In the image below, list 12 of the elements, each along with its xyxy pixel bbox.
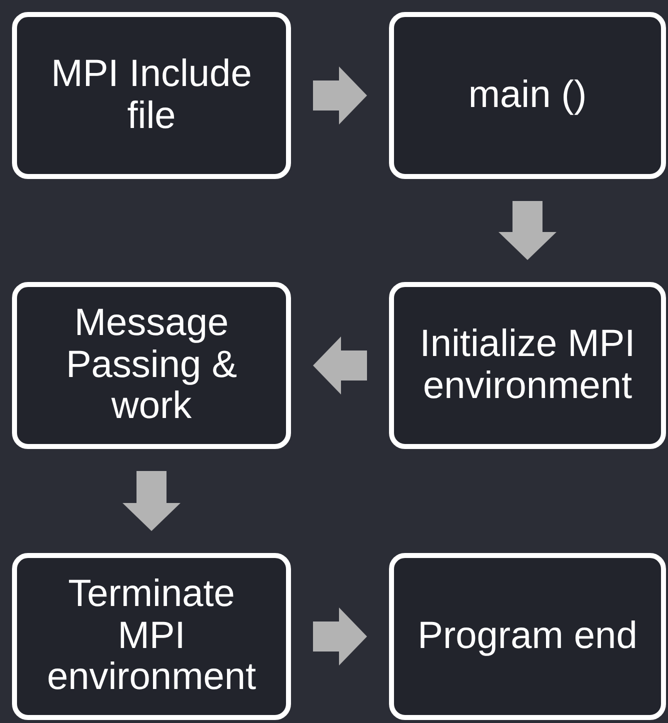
- process-box: [12, 282, 291, 449]
- box-label: main (): [468, 74, 587, 116]
- process-box: [389, 553, 666, 720]
- process-box: [12, 553, 291, 720]
- process-box: [389, 282, 666, 449]
- box-label: Message Passing & work: [64, 302, 238, 428]
- box-label: Program end: [418, 616, 638, 658]
- box-label: Initialize MPI environment: [418, 324, 636, 408]
- box-label: MPI Include file: [50, 54, 253, 138]
- box-label: Terminate MPI environment: [46, 574, 258, 700]
- process-box: [12, 12, 291, 179]
- process-box: [389, 12, 666, 179]
